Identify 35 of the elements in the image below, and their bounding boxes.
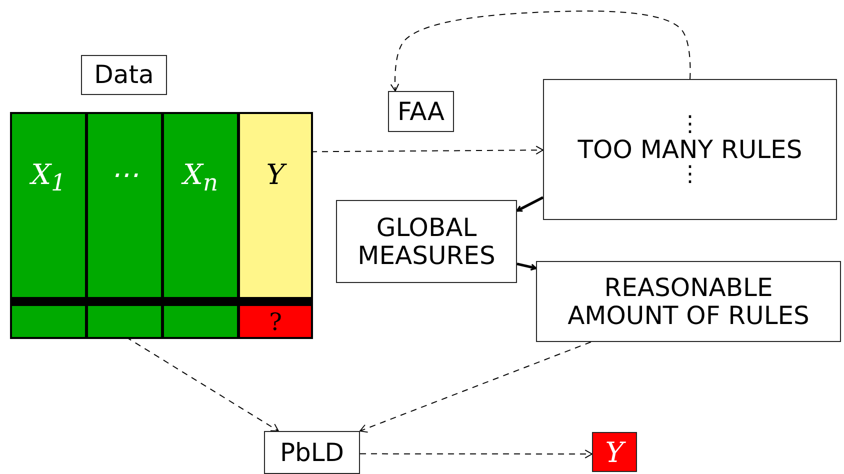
process-box bbox=[264, 431, 360, 474]
arrow bbox=[390, 10, 691, 92]
box-label: TOO MANY RULES bbox=[578, 136, 802, 164]
table-cell bbox=[164, 114, 237, 297]
table-cell bbox=[12, 114, 85, 297]
arrow bbox=[516, 262, 537, 271]
process-box bbox=[543, 79, 837, 220]
box-label: Data bbox=[94, 61, 154, 89]
box-label: GLOBAL MEASURES bbox=[356, 214, 496, 270]
process-box bbox=[336, 200, 517, 283]
data-table bbox=[10, 112, 313, 339]
box-label: ? bbox=[269, 308, 282, 336]
arrow bbox=[360, 450, 592, 458]
table-cell bbox=[12, 306, 85, 337]
table-cell bbox=[164, 306, 237, 337]
arrow bbox=[516, 196, 544, 212]
box-label: X$_{1}$ bbox=[31, 158, 66, 197]
arrow bbox=[360, 342, 592, 433]
table-cell bbox=[88, 306, 161, 337]
table-cell bbox=[88, 114, 161, 297]
table-cell bbox=[240, 306, 311, 337]
box-label: ⋯ bbox=[110, 158, 138, 191]
process-box bbox=[81, 55, 167, 95]
process-box bbox=[388, 91, 454, 132]
box-label: X$_{n}$ bbox=[183, 158, 218, 197]
box-label: Y bbox=[605, 436, 624, 468]
process-box bbox=[536, 261, 841, 342]
ellipsis-mark: ⋮ bbox=[679, 114, 701, 136]
box-label: Y bbox=[266, 158, 285, 191]
table-cell bbox=[240, 114, 311, 297]
box-label: FAA bbox=[398, 98, 444, 126]
ellipsis-mark: ⋮ bbox=[679, 164, 701, 186]
box-label: REASONABLE AMOUNT OF RULES bbox=[566, 274, 810, 330]
result-box bbox=[592, 432, 637, 472]
box-label: PbLD bbox=[280, 438, 344, 466]
